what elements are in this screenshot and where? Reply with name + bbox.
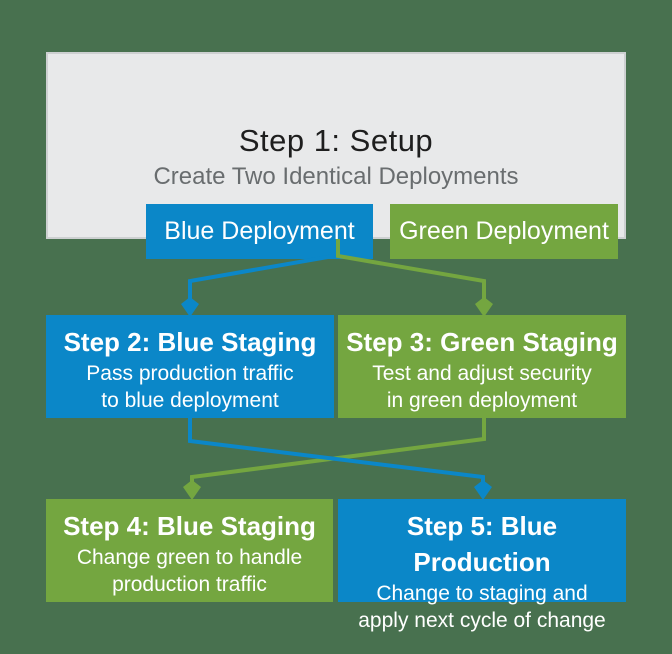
step2-description-line2: to blue deployment bbox=[101, 389, 279, 412]
setup-panel: Step 1: Setup Create Two Identical Deplo… bbox=[46, 52, 626, 259]
setup-title: Step 1: Setup bbox=[238, 123, 434, 158]
arrow-step3-to-step4 bbox=[183, 417, 486, 500]
blue-deployment-label: Blue Deployment bbox=[146, 204, 373, 259]
step3-description-line2: in green deployment bbox=[386, 389, 578, 412]
step4-description-line1: Change green to handle bbox=[76, 546, 303, 569]
green-deployment-label: Green Deployment bbox=[390, 204, 618, 259]
step5-blue-production-box: Step 5: Blue Production Change to stagin… bbox=[338, 499, 626, 632]
step2-title: Step 2: Blue Staging bbox=[63, 327, 317, 357]
setup-subtitle: Create Two Identical Deployments bbox=[153, 163, 519, 190]
step4-blue-staging-box: Step 4: Blue Staging Change green to han… bbox=[46, 499, 333, 602]
step2-blue-staging-box: Step 2: Blue Staging Pass production tra… bbox=[46, 315, 334, 418]
step3-green-staging-box: Step 3: Green Staging Test and adjust se… bbox=[338, 315, 626, 418]
step5-title: Step 5: Blue Production bbox=[406, 511, 558, 577]
step3-title: Step 3: Green Staging bbox=[346, 327, 618, 357]
step2-description-line1: Pass production traffic bbox=[86, 362, 294, 385]
step3-description-line1: Test and adjust security bbox=[372, 362, 592, 385]
step4-description-line2: production traffic bbox=[112, 573, 267, 596]
step5-description-line2: apply next cycle of change bbox=[358, 609, 606, 632]
step5-description-line1: Change to staging and bbox=[376, 582, 588, 605]
arrow-step2-to-step5 bbox=[188, 417, 492, 500]
step4-title: Step 4: Blue Staging bbox=[63, 511, 316, 541]
